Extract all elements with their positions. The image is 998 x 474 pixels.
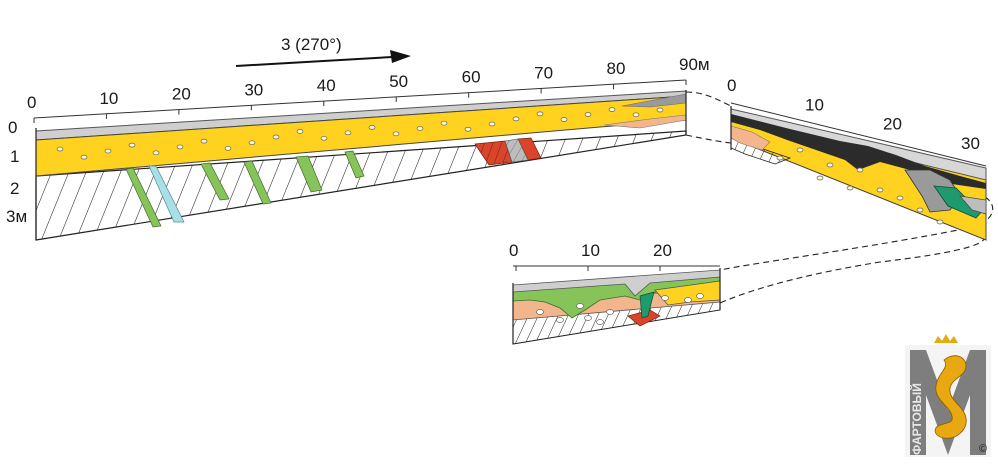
main-sand-pebbles: [56, 107, 664, 160]
pebble-1: [826, 162, 834, 168]
main-horizontal-ticks: 0 10 20 30 40 50 60 70 80 90м: [27, 55, 710, 123]
depth-tick-3: 3м: [6, 207, 27, 226]
main-scale-line: [33, 79, 687, 119]
bottom-tick-label-2: 20: [653, 241, 672, 260]
bottom-teal-wedge: [639, 291, 655, 319]
green-vein-1: [125, 167, 162, 228]
main-tick-label-1: 10: [99, 89, 118, 108]
pebble-0: [796, 147, 804, 153]
pebble-4: [596, 319, 604, 325]
main-section: 0 10 20 30 40 50 60 70 80 90м 0 1 2 3м: [6, 55, 710, 241]
pebble-8: [248, 140, 256, 146]
pebble-9: [272, 134, 280, 140]
pebble-22: [584, 112, 592, 117]
main-tick-label-8: 80: [607, 59, 626, 78]
main-tick-label-6: 60: [462, 68, 481, 87]
pebble-25: [656, 107, 664, 113]
pebble-14: [392, 131, 400, 137]
main-tick-label-9: 90м: [679, 55, 710, 74]
main-tick-label-2: 20: [172, 85, 191, 104]
watermark-letter: [910, 350, 986, 455]
pebble-6: [200, 138, 208, 144]
pebble-21: [560, 117, 568, 122]
pebble-5: [896, 195, 904, 201]
pebble-12: [344, 130, 352, 136]
right-tick-label-1: 10: [805, 95, 824, 114]
lizard-icon: [934, 355, 967, 439]
pebble-13: [368, 125, 376, 130]
right-tick-label-0: 0: [727, 76, 736, 95]
green-vein-5: [344, 150, 365, 179]
pebble-7: [224, 146, 232, 151]
connector-lines: [685, 91, 994, 304]
right-tick-label-2: 20: [883, 115, 902, 134]
pebble-20: [536, 111, 544, 117]
bottom-tick-label-0: 0: [509, 241, 518, 260]
bottom-tick-label-1: 10: [581, 241, 600, 260]
watermark-copyright: ©: [979, 443, 987, 455]
bottom-sand-layer: [654, 280, 721, 306]
pebble-8: [576, 303, 584, 309]
pebble-15: [416, 126, 424, 131]
pebble-18: [488, 121, 496, 127]
green-vein-2: [200, 162, 230, 201]
main-tick-label-5: 50: [389, 72, 408, 91]
right-scale-line: [730, 102, 987, 167]
pebble-4: [152, 150, 160, 156]
pebble-5: [176, 144, 184, 150]
grey-vein: [504, 138, 529, 163]
pebble-16: [440, 120, 448, 126]
right-grey-lens: [959, 195, 987, 215]
pebble-1: [556, 317, 564, 323]
pebble-11: [320, 135, 328, 141]
right-tick-label-3: 30: [961, 134, 980, 153]
pebble-2: [104, 148, 112, 154]
watermark-text: ФАРТОВЫЙ: [909, 383, 924, 455]
watermark-logo: ФАРТОВЫЙ ©: [905, 334, 991, 457]
bottom-section: 0 10 20: [509, 241, 721, 345]
cyan-vein: [148, 165, 185, 223]
pebble-3: [606, 309, 614, 315]
depth-tick-1: 1: [10, 147, 19, 166]
main-tick-label-4: 40: [317, 76, 336, 95]
main-tick-label-0: 0: [27, 93, 36, 112]
pebble-10: [296, 129, 304, 134]
pebble-7: [661, 295, 669, 301]
pebble-4: [876, 187, 884, 193]
depth-tick-0: 0: [8, 118, 17, 137]
direction-arrow: [235, 50, 411, 67]
pebble-19: [512, 116, 520, 122]
main-tick-label-7: 70: [534, 63, 553, 82]
right-horizontal-ticks: 0 10 20 30: [727, 76, 980, 153]
pebble-0: [56, 146, 64, 152]
pebble-17: [464, 126, 472, 132]
pebble-0: [536, 309, 544, 315]
crown-icon: [934, 334, 958, 343]
right-sand-pebbles: [776, 147, 944, 225]
bottom-pebbles: [536, 293, 704, 325]
depth-tick-2: 2: [10, 179, 19, 198]
pebble-6: [684, 297, 692, 303]
pebble-5: [696, 293, 704, 299]
pebble-2: [584, 315, 592, 321]
main-tick-label-3: 30: [244, 80, 263, 99]
pebble-6: [776, 155, 784, 161]
pebble-24: [632, 112, 640, 118]
pebble-8: [916, 207, 924, 213]
direction-label: 3 (270°): [281, 35, 342, 54]
right-green-lens: [933, 185, 984, 219]
right-section: 0 10 20 30: [727, 76, 987, 241]
pebble-3: [816, 175, 824, 181]
pebble-23: [608, 107, 616, 112]
pebble-1: [80, 154, 88, 160]
green-vein-4: [295, 155, 323, 193]
pebble-9: [936, 219, 944, 225]
green-vein-3: [243, 160, 272, 205]
bottom-horizontal-ticks: 0 10 20: [509, 241, 672, 271]
pebble-3: [128, 142, 136, 148]
pebble-2: [856, 167, 864, 173]
pebble-7: [846, 185, 854, 191]
